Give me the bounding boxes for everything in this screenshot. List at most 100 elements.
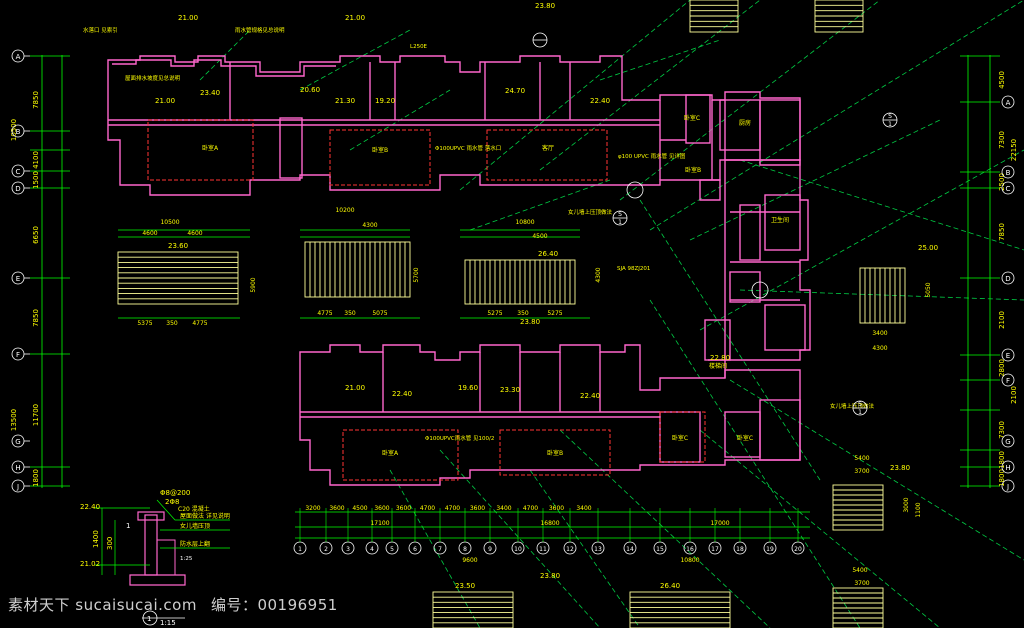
axis-bubble-label: 11 (539, 546, 547, 553)
dim-text: 10500 (160, 219, 179, 226)
axis-label: G (15, 438, 20, 446)
elevation-label: 21.00 (345, 14, 365, 22)
elevation-label: 23.60 (168, 242, 188, 250)
axis-bubble-label: 1 (298, 546, 302, 553)
elevation-label: 21.30 (335, 97, 355, 105)
dim-text: 9600 (462, 557, 477, 564)
room-label: 楼梯间 (709, 362, 727, 370)
dim-text: 17100 (370, 520, 389, 527)
dim-text: 13500 (10, 409, 18, 431)
room-label: 卧室A (382, 449, 399, 457)
dim-text: 3600 (549, 505, 564, 512)
elevation-label: 19.20 (375, 97, 395, 105)
elevation-label: 23.80 (890, 464, 910, 472)
dim-text: 4500 (352, 505, 367, 512)
dim-text: 4600 (187, 230, 202, 237)
note: 女儿墙上压顶做法 (830, 402, 875, 410)
callout-text: S 1 S 1 S 1 (618, 113, 892, 416)
detail-note1: 屋面做法 详见说明 (180, 512, 230, 520)
dim-text: 5050 (925, 282, 932, 297)
balcony-louvers (117, 0, 906, 628)
right-axis-bubbles (1001, 95, 1015, 493)
balcony-frame (432, 591, 514, 628)
elevation-label: 22.40 (392, 390, 412, 398)
balcony-frame (304, 241, 411, 298)
axis-label: D (15, 185, 20, 193)
elevation-label: 22.80 (710, 354, 730, 362)
dim-text: 10200 (335, 207, 354, 214)
axis-bubble-label: 8 (463, 546, 467, 553)
axis-bubble-label: 4 (370, 546, 374, 553)
dim-text: 22150 (1010, 139, 1018, 161)
axis-bubble-label: 20 (794, 546, 802, 553)
detail-elev1: 22.40 (80, 503, 100, 511)
dim-text: 3700 (854, 580, 869, 587)
dim-text: 350 (166, 320, 178, 327)
dim-text: 2500 (998, 173, 1006, 191)
dim-text: 5275 (547, 310, 562, 317)
axis-label: G (1005, 438, 1010, 446)
dim-text: 4300 (872, 345, 887, 352)
room-label: 客厅 (542, 144, 554, 152)
room-label: 卧室C (672, 434, 688, 442)
elevation-label: 22.40 (580, 392, 600, 400)
dim-text: 10500 (10, 119, 18, 141)
callout-label: S (858, 401, 862, 408)
elevation-label: 23.80 (540, 572, 560, 580)
note: Φ100UPVC 雨水管 落水口 (435, 144, 501, 152)
dim-text: 4700 (420, 505, 435, 512)
axis-label: B (1006, 169, 1011, 177)
dim-text: 7850 (998, 223, 1006, 241)
callout-circles (532, 32, 898, 416)
callout-label: 1 (888, 121, 892, 128)
elevation-label: 21.00 (155, 97, 175, 105)
dim-text: 350 (517, 310, 529, 317)
callout-label: S (888, 113, 892, 120)
room-outlines (147, 119, 706, 481)
balcony-dimension-text: 10500 4600 4600 5375 350 4775 10200 4300… (137, 207, 887, 587)
axis-bubble-label: 13 (594, 546, 602, 553)
detail-elev2: 21.02 (80, 560, 100, 568)
right-dimension-text: 4500 22150 7300 2500 7850 2100 2800 7300… (998, 71, 1018, 487)
dim-text: 2100 (998, 311, 1006, 329)
dim-text: 16800 (540, 520, 559, 527)
detail-dim1: 1400 (92, 530, 100, 548)
axis-label: E (1006, 352, 1010, 360)
detail-size: C20 混凝土 (178, 505, 210, 513)
detail-rebar: 2Φ8 (165, 498, 179, 506)
axis-bubble-label: 12 (566, 546, 574, 553)
room-label: 卧室C (737, 434, 753, 442)
dim-text: 2100 (1010, 386, 1018, 404)
dim-text: 7850 (32, 309, 40, 327)
balcony-frame (859, 267, 906, 324)
dim-text: 4600 (142, 230, 157, 237)
dim-text: 3400 (872, 330, 887, 337)
elevation-label: 26.40 (660, 582, 680, 590)
note: 屋面排水坡度见总说明 (125, 74, 181, 82)
elevation-label: 23.50 (455, 582, 475, 590)
dim-text: 17000 (710, 520, 729, 527)
dim-text: 7850 (32, 91, 40, 109)
axis-label: F (1006, 377, 1010, 385)
note: 1:25 (180, 556, 193, 562)
dim-text: 5275 (487, 310, 502, 317)
axis-bubble-label: 15 (656, 546, 664, 553)
axis-label: A (1006, 99, 1011, 107)
parapet-detail-text: Φ8@200 2Φ8 22.40 21.02 屋面做法 详见说明 女儿墙压顶 防… (80, 489, 230, 627)
axis-label: A (16, 53, 21, 61)
axis-label: H (15, 464, 20, 472)
detail-note3: 防水层上翻 (180, 540, 210, 548)
axis-bubble-label: 17 (711, 546, 719, 553)
elevation-label: 23.30 (500, 386, 520, 394)
left-dimension-text: 7850 10500 4100 1500 6650 7850 11700 135… (10, 91, 40, 487)
elevation-label: 25.00 (918, 244, 938, 252)
axis-bubble-label: 9 (488, 546, 492, 553)
room-labels: 卧室A 卧室B 客厅 卧室C 卧室A 卧室B 卧室C 厨房 卫生间 楼梯间 卧室… (202, 114, 789, 457)
dim-text: 5900 (250, 277, 257, 292)
right-axis-letters: A B C D E F G H J (1005, 99, 1010, 491)
note: 水落口 见索引 (83, 26, 118, 34)
room-label: 卫生间 (771, 216, 789, 224)
axis-label: D (1005, 275, 1010, 283)
